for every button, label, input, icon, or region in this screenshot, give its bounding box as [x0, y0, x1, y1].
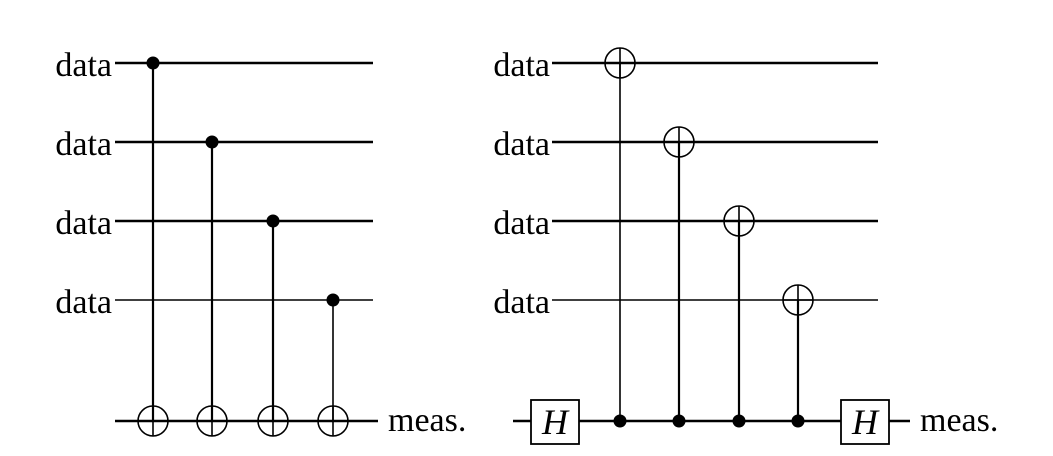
right-hadamard-label-1: H: [541, 402, 570, 442]
circuit-right: H H data data data data meas.: [493, 47, 998, 445]
left-target-1: [137, 405, 169, 437]
right-target-2: [663, 126, 695, 158]
right-control-dot-1: [613, 414, 627, 428]
right-data-label-4: data: [493, 284, 550, 321]
left-control-dot-4: [326, 293, 340, 307]
right-hadamard-label-2: H: [851, 402, 880, 442]
right-data-label-1: data: [493, 47, 550, 84]
left-target-2: [196, 405, 228, 437]
left-control-dot-1: [146, 56, 160, 70]
right-control-dot-4: [791, 414, 805, 428]
left-target-4: [317, 405, 349, 437]
right-target-1: [604, 47, 636, 79]
left-control-dot-2: [205, 135, 219, 149]
left-data-label-2: data: [55, 126, 112, 163]
right-data-label-2: data: [493, 126, 550, 163]
right-hadamard-gate-1: H: [530, 399, 580, 445]
circuit-left: data data data data meas.: [55, 47, 466, 439]
left-meas-label: meas.: [388, 402, 466, 439]
right-data-label-3: data: [493, 205, 550, 242]
right-control-dot-2: [672, 414, 686, 428]
left-data-label-3: data: [55, 205, 112, 242]
right-target-3: [723, 205, 755, 237]
right-hadamard-gate-2: H: [840, 399, 890, 445]
right-meas-label: meas.: [920, 402, 998, 439]
left-control-dot-3: [266, 214, 280, 228]
left-data-label-4: data: [55, 284, 112, 321]
right-control-dot-3: [732, 414, 746, 428]
right-target-4: [782, 284, 814, 316]
left-target-3: [257, 405, 289, 437]
left-data-label-1: data: [55, 47, 112, 84]
